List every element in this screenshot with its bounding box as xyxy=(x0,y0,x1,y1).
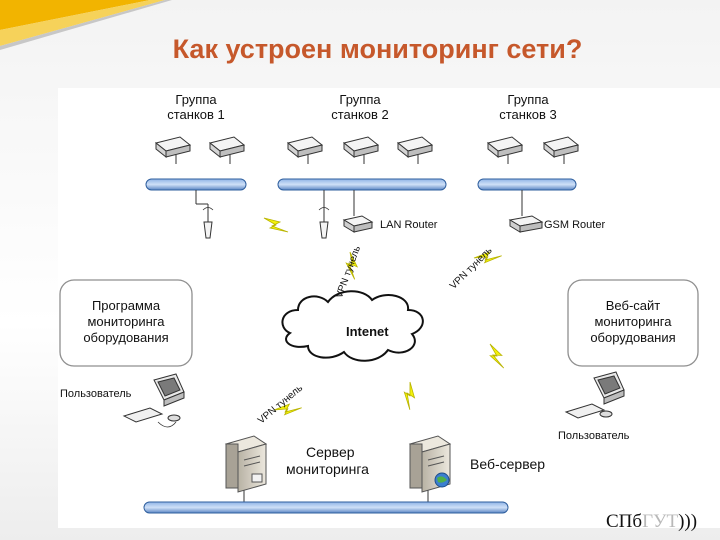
web-link-bolt-icon xyxy=(482,343,512,369)
server-link-bolt-icon xyxy=(397,381,423,411)
internet-label: Intenet xyxy=(346,324,389,339)
lan-router-icon xyxy=(342,190,374,233)
group-label-line: Группа xyxy=(507,92,549,107)
machine-pc-icon xyxy=(487,136,523,165)
machine-pc-icon xyxy=(287,136,323,165)
user-workstation-icon xyxy=(564,371,625,419)
group-label-2: Группа станков 2 xyxy=(310,92,410,122)
corner-decoration xyxy=(0,0,172,50)
gsm-router-label: GSM Router xyxy=(544,219,606,231)
monitoring-program-text: Программа мониторинга оборудования xyxy=(61,298,191,346)
machine-pc-icon xyxy=(209,136,245,165)
web-server-icon xyxy=(408,435,452,506)
logo-main-text: СПб xyxy=(606,511,643,532)
callout-line: Веб-сайт xyxy=(605,298,661,313)
group-label-line: Группа xyxy=(175,92,217,107)
university-logo: СПбГУТ))) xyxy=(606,511,697,535)
group-label-line: Группа xyxy=(339,92,381,107)
callout-line: оборудования xyxy=(83,330,169,345)
logo-accent-text: ГУТ xyxy=(642,511,679,532)
group-bus-3 xyxy=(477,178,577,191)
monitoring-website-box xyxy=(567,279,699,367)
network-diagram: Группа станков 1 Группа станков 2 Группа… xyxy=(58,88,720,528)
slide-title: Как устроен мониторинг сети? xyxy=(172,34,583,64)
diagram-canvas xyxy=(59,136,699,514)
group-label-line: станков 1 xyxy=(167,107,225,122)
web-server-label: Веб-сервер xyxy=(470,456,546,472)
logo-wave-mark: ))) xyxy=(678,511,698,532)
server-label-line: мониторинга xyxy=(286,461,369,477)
machine-pc-icon xyxy=(155,136,191,165)
group-bus-1 xyxy=(145,178,247,191)
monitoring-server-label: Сервер мониторинга xyxy=(286,444,369,478)
machine-pc-icon xyxy=(343,136,379,165)
monitoring-server-icon xyxy=(224,435,268,506)
user-workstation-icon xyxy=(122,373,185,428)
callout-line: мониторинга xyxy=(87,314,165,329)
monitoring-program-box xyxy=(59,279,193,367)
internet-cloud-icon xyxy=(281,290,424,362)
group-label-line: станков 3 xyxy=(499,107,557,122)
gsm-router-icon xyxy=(508,190,544,233)
callout-line: мониторинга xyxy=(594,314,672,329)
user-label-left: Пользователь xyxy=(60,388,132,400)
group-bus-2 xyxy=(277,178,447,191)
lan-router-label: LAN Router xyxy=(380,219,438,231)
machine-pc-icon xyxy=(397,136,433,165)
user-label-right: Пользователь xyxy=(558,430,630,442)
wifi-antenna-icon xyxy=(318,190,330,239)
group-label-3: Группа станков 3 xyxy=(478,92,578,122)
callout-line: оборудования xyxy=(590,330,676,345)
machine-pc-icon xyxy=(543,136,579,165)
monitoring-website-text: Веб-сайт мониторинга оборудования xyxy=(568,298,698,346)
group-label-line: станков 2 xyxy=(331,107,389,122)
wireless-link-bolt-icon xyxy=(263,217,289,233)
server-bus xyxy=(143,501,509,514)
group-label-1: Группа станков 1 xyxy=(146,92,246,122)
server-label-line: Сервер xyxy=(306,444,355,460)
callout-line: Программа xyxy=(91,298,161,313)
wifi-antenna-icon xyxy=(195,190,214,239)
